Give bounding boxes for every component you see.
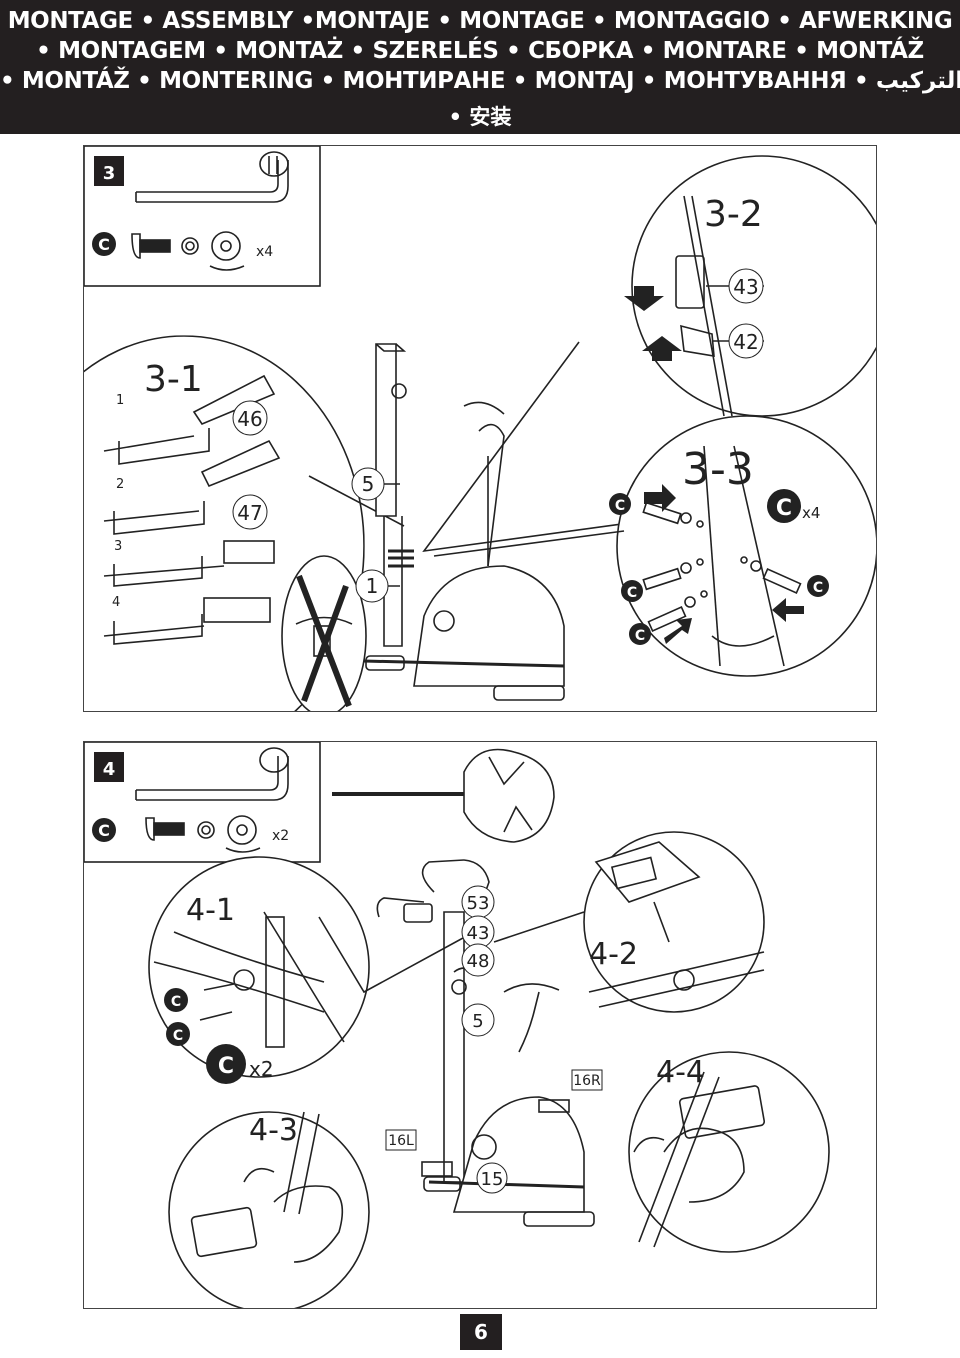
detail-3-2-drawing [675, 195, 764, 417]
step-4-drawing: 4 C x2 4-1 C C C x2 4-2 4-3 4-4 53 43 48… [84, 742, 830, 1308]
part-43-label-2: 43 [467, 923, 490, 944]
svg-text:C: C [627, 585, 637, 601]
svg-text:C: C [173, 1028, 183, 1044]
part-42-label: 42 [733, 330, 758, 354]
detail-3-1-step-1: 1 [116, 393, 124, 408]
header-line-1: MONTAGE • ASSEMBLY •MONTAJE • MONTAGE • … [7, 8, 953, 34]
part-5-label-2: 5 [472, 1011, 483, 1032]
detail-3-1-label: 3-1 [144, 359, 203, 400]
header-line-3: • MONTÁŽ • MONTERING • МОНТИРАНЕ • MONTA… [0, 68, 960, 94]
washer-curve [209, 265, 245, 271]
detail-3-1-step-3: 3 [114, 539, 122, 554]
bolt-icon-2 [145, 817, 185, 841]
detail-3-1-drawing [103, 374, 281, 645]
arrow-down-icon [624, 286, 664, 311]
part-48-label: 48 [467, 951, 490, 972]
detail-4-3-drawing [190, 1111, 344, 1263]
page-number: 6 [460, 1314, 502, 1350]
detail-4-1-qty: x2 [249, 1057, 274, 1081]
detail-4-2-drawing [588, 841, 765, 1008]
arrow-up-icon [642, 336, 682, 361]
header-line-4: • 安装 [448, 105, 512, 129]
detail-4-1-circle [148, 856, 370, 1078]
hardware-letter-2: C [98, 821, 110, 840]
svg-text:C: C [635, 628, 645, 644]
part-46-label: 46 [237, 407, 262, 431]
detail-4-4-drawing [633, 1071, 766, 1248]
detail-3-2-label: 3-2 [704, 194, 763, 235]
part-16l-label: 16L [388, 1133, 414, 1149]
part-16r-label: 16R [573, 1073, 601, 1089]
arrow-left-icon [772, 598, 804, 622]
detail-3-3-letter: C [776, 496, 792, 521]
detail-3-1-step-4: 4 [112, 595, 120, 610]
exercise-bike-drawing [363, 343, 565, 701]
detail-4-4-label: 4-4 [656, 1055, 705, 1090]
step-4-badge: 4 [103, 759, 116, 780]
step-3-panel: 3 C x4 3-1 1 2 3 4 46 47 3-2 43 42 3-3 C… [83, 145, 877, 712]
detail-4-1-letter: C [218, 1054, 234, 1079]
svg-text:C: C [615, 498, 625, 514]
detail-3-3-circle [616, 415, 876, 677]
tool-rotation-icon [295, 574, 353, 708]
detail-3-3-qty: x4 [802, 504, 820, 522]
arrow-up-right-icon [664, 618, 692, 644]
detail-4-3-circle [168, 1111, 370, 1308]
flat-washer-icon-2 [227, 815, 257, 845]
part-5-label: 5 [362, 472, 375, 496]
detail-3-3-label: 3-3 [682, 444, 754, 495]
header-banner: MONTAGE • ASSEMBLY •MONTAJE • MONTAGE • … [0, 0, 960, 134]
step-3-badge: 3 [103, 163, 116, 184]
header-line-2: • MONTAGEM • MONTAŻ • SZERELÉS • СБОРКА … [36, 38, 924, 64]
wrench-tool-icon [332, 748, 555, 843]
hardware-qty-2: x2 [272, 828, 289, 844]
part-1-label: 1 [366, 574, 379, 598]
part-53-label: 53 [467, 893, 490, 914]
detail-4-3-label: 4-3 [249, 1113, 298, 1148]
detail-3-3-drawing [642, 445, 802, 667]
detail-4-1-label: 4-1 [186, 893, 235, 928]
spring-washer-icon [181, 237, 199, 255]
detail-4-2-label: 4-2 [589, 937, 638, 972]
detail-4-1-drawing [153, 911, 345, 1048]
arrow-right-icon [644, 484, 676, 512]
svg-text:C: C [171, 994, 181, 1010]
part-43-label: 43 [733, 275, 758, 299]
step-3-badge-bg [94, 156, 124, 186]
part-47-label: 47 [237, 501, 262, 525]
svg-text:C: C [813, 580, 823, 596]
part-15-label: 15 [481, 1169, 504, 1190]
flat-washer-icon [211, 231, 241, 261]
bolt-icon [131, 233, 171, 259]
allen-key-icon-2 [135, 747, 289, 801]
detail-3-1-step-2: 2 [116, 477, 124, 492]
spring-washer-icon-2 [197, 821, 215, 839]
hardware-qty: x4 [256, 244, 273, 260]
step-4-panel: 4 C x2 4-1 C C C x2 4-2 4-3 4-4 53 43 48… [83, 741, 877, 1309]
step-3-drawing: 3 C x4 3-1 1 2 3 4 46 47 3-2 43 42 3-3 C… [84, 146, 876, 711]
allen-key-icon [135, 151, 289, 203]
hardware-letter: C [98, 235, 110, 254]
